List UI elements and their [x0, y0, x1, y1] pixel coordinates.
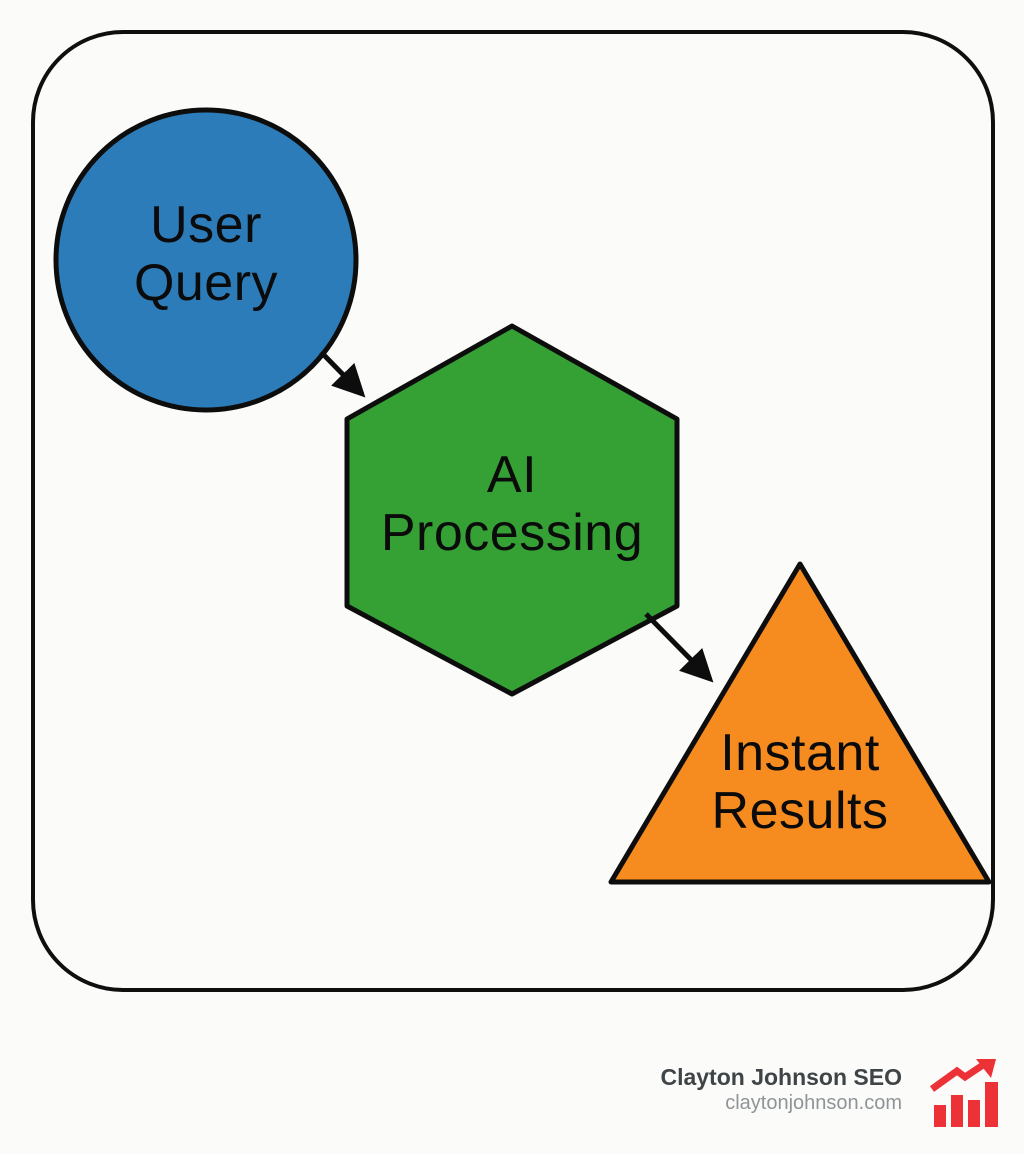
- bar-3: [968, 1100, 980, 1127]
- node-label-user-query: User Query: [133, 196, 279, 312]
- footer-brand-name: Clayton Johnson SEO: [660, 1064, 902, 1090]
- user-query-circle: [53, 107, 359, 413]
- bar-2: [951, 1095, 963, 1127]
- ai-processing-hexagon: [344, 323, 680, 697]
- diagram-panel-border: [31, 30, 995, 992]
- edge-arrow-processing-to-results: [644, 612, 714, 683]
- trending-up-bar-chart-icon: [930, 1059, 998, 1127]
- arrow-line: [930, 1060, 988, 1092]
- footer-branding: Clayton Johnson SEO claytonjohnson.com: [660, 1064, 902, 1115]
- node-label-ai-processing: AI Processing: [380, 446, 644, 562]
- footer-website: claytonjohnson.com: [725, 1092, 902, 1114]
- node-label-instant-results: Instant Results: [711, 724, 889, 840]
- edge-arrow-query-to-processing: [319, 350, 366, 398]
- bar-1: [934, 1105, 946, 1127]
- instant-results-triangle: [608, 561, 992, 885]
- bar-4: [985, 1082, 998, 1127]
